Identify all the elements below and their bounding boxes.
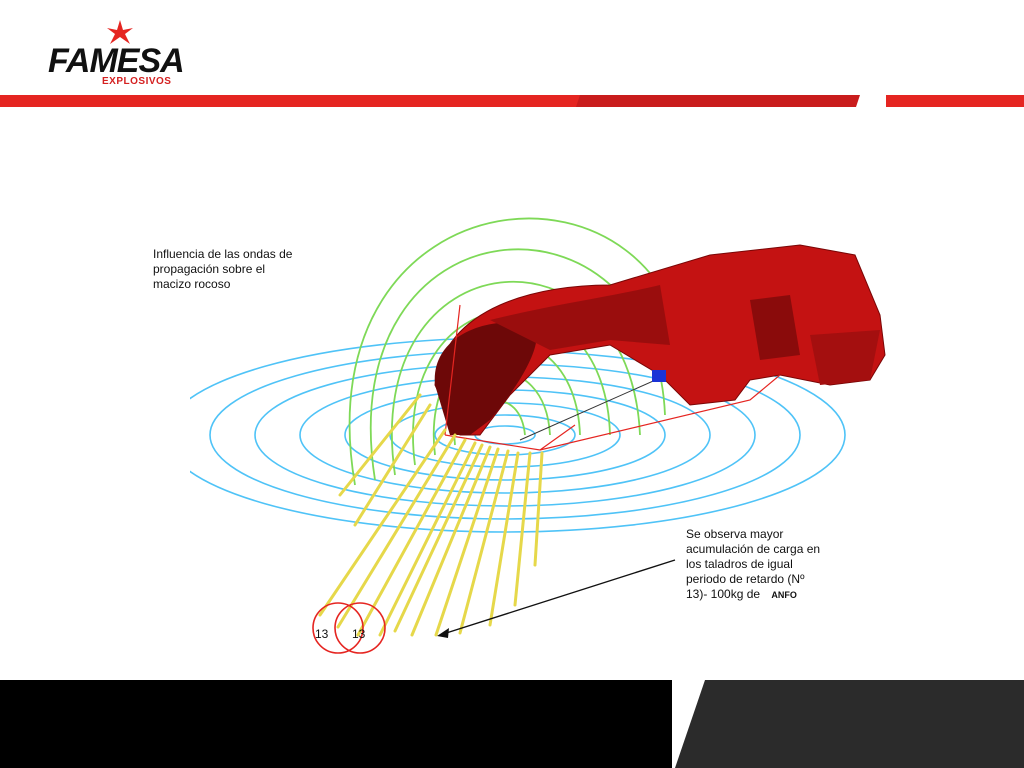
label-charge-line-1: Se observa mayor [686,527,784,541]
drill-holes [318,393,544,637]
circle-label-left: 13 [315,627,329,641]
famesa-logo: FAMESA EXPLOSIVOS [44,18,214,94]
circle-label-right: 13 [352,627,366,641]
tunnel-shell [434,244,886,436]
label-wave-influence: Influencia de las ondas de propagación s… [153,247,333,292]
axis-line [519,377,661,441]
pointer-arrow-head [437,628,449,638]
starburst-icon [107,20,133,44]
label-charge-line-3: los taladros de igual [686,557,793,571]
label-charge-line-4: periodo de retardo (Nº [686,572,805,586]
pointer-arrow-line [439,559,676,636]
logo-wordmark: FAMESA [48,42,185,80]
label-charge-accumulation: Se observa mayor acumulación de carga en… [686,527,886,603]
blast-diagram: 13 13 [164,217,886,654]
label-wave-line-1: Influencia de las ondas de [153,247,293,261]
label-charge-line-5-text: 13)- 100kg de [686,587,761,601]
label-wave-line-3: macizo rocoso [153,277,231,291]
delay-circles [312,602,386,654]
header-band [0,95,1024,107]
label-wave-line-2: propagación sobre el [153,262,266,276]
tunnel-floor-outline [444,304,781,451]
blast-wave-figure: 13 13 Influencia de las ondas de propaga… [153,135,890,655]
logo-subtitle: EXPLOSIVOS [102,76,172,87]
label-charge-line-5: 13)- 100kg de ANFO [686,587,886,603]
label-anfo: ANFO [771,590,797,600]
footer-band [0,680,1024,768]
blue-cube [652,370,666,382]
label-charge-line-2: acumulación de carga en [686,542,821,556]
